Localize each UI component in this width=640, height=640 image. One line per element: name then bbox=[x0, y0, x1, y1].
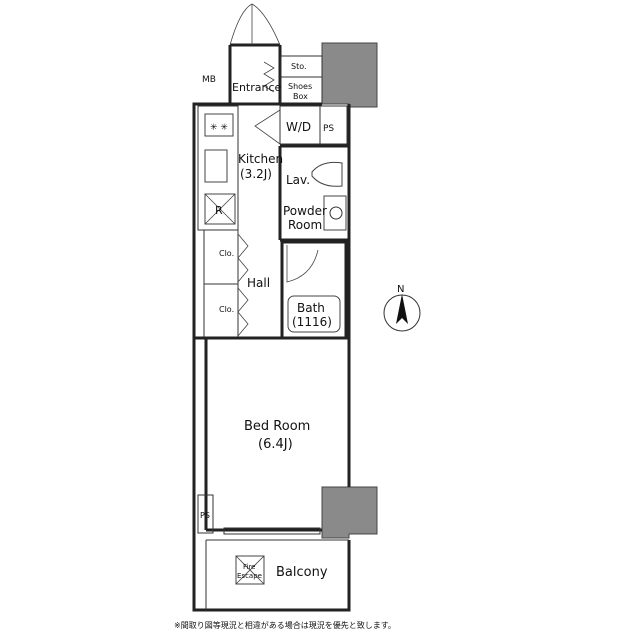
shoes-label-line1: Shoes bbox=[288, 82, 312, 91]
stove-burners: ✳ ✳ bbox=[210, 123, 228, 133]
bath-label-line2: (1116) bbox=[292, 315, 332, 329]
north-compass: N bbox=[383, 284, 421, 332]
closet-upper-door bbox=[237, 233, 249, 283]
shoe-box-door bbox=[263, 61, 275, 93]
washbasin bbox=[323, 195, 347, 231]
closet-lower-door bbox=[237, 287, 249, 337]
balcony-window bbox=[223, 527, 321, 535]
shoes-label-line2: Box bbox=[293, 92, 308, 101]
exterior-wall-left bbox=[192, 102, 230, 532]
pipe-space-top bbox=[319, 105, 348, 145]
entrance-door-swing bbox=[229, 3, 281, 46]
fire-escape-label-line2: Escape bbox=[237, 572, 262, 580]
pipe-space-bottom bbox=[197, 494, 214, 534]
footnote: ※間取り図等現況と相違がある場合は現況を優先と致します。 bbox=[174, 620, 396, 630]
washbasin-bowl bbox=[329, 206, 343, 220]
structural-column-top-right bbox=[321, 42, 378, 108]
storage-label: Sto. bbox=[291, 62, 307, 71]
fire-escape-label-line1: Fire bbox=[243, 563, 256, 571]
wd-label: W/D bbox=[286, 120, 311, 134]
ps-bottom-label: PS bbox=[200, 511, 210, 520]
bath-label-line1: Bath bbox=[297, 301, 325, 315]
bath-door-swing bbox=[286, 245, 319, 283]
balcony-label: Balcony bbox=[276, 565, 328, 580]
fridge-cross-2 bbox=[204, 193, 236, 225]
kitchen-sink bbox=[204, 149, 228, 183]
powder-label-line2: Room bbox=[288, 218, 322, 232]
structural-column-bottom-right bbox=[321, 486, 378, 539]
entrance-label: Entrance bbox=[232, 81, 282, 94]
kitchen-label-line1: Kitchen bbox=[238, 152, 283, 166]
bedroom-label-line2: (6.4J) bbox=[258, 437, 293, 452]
toilet bbox=[311, 161, 343, 187]
hall-label: Hall bbox=[247, 276, 270, 290]
ps-top-label: PS bbox=[323, 124, 334, 134]
bedroom-label-line1: Bed Room bbox=[244, 419, 310, 434]
fridge-label: R bbox=[215, 204, 223, 217]
bathtub bbox=[287, 295, 341, 333]
kitchen-label-line2: (3.2J) bbox=[240, 167, 272, 181]
closet-label-upper: Clo. bbox=[219, 249, 234, 258]
balcony-outline bbox=[192, 532, 351, 612]
lav-label: Lav. bbox=[286, 173, 310, 187]
stove-top bbox=[204, 113, 234, 137]
mb-label: MB bbox=[202, 75, 216, 85]
wd-door bbox=[254, 109, 281, 145]
closet-label-lower: Clo. bbox=[219, 305, 234, 314]
fire-escape-cross-2 bbox=[235, 555, 265, 585]
powder-label-line1: Powder bbox=[283, 204, 327, 218]
compass-north-label: N bbox=[397, 284, 404, 295]
